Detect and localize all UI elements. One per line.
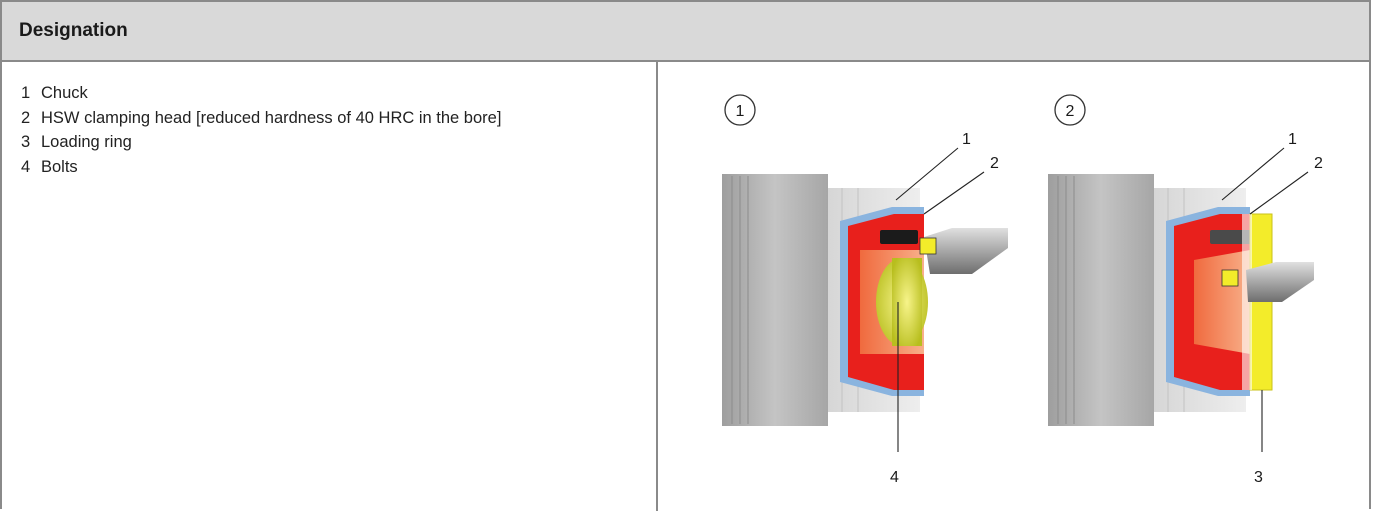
svg-text:4: 4 [890, 469, 899, 486]
legend-number: 4 [21, 157, 31, 176]
legend-item: 2 HSW clamping head [reduced hardness of … [21, 106, 501, 131]
legend-item: 4 Bolts [21, 155, 501, 180]
legend-label: HSW clamping head [reduced hardness of 4… [41, 108, 502, 127]
view-2: 2 [1048, 94, 1323, 486]
svg-text:1: 1 [962, 131, 971, 148]
boring-tool [919, 228, 1008, 274]
legend-number: 3 [21, 133, 31, 151]
legend-label: Loading ring [41, 133, 132, 151]
header-title: Designation [19, 20, 128, 41]
svg-text:2: 2 [1066, 103, 1075, 120]
svg-text:1: 1 [1288, 131, 1297, 148]
legend-item: 3 Loading ring [21, 130, 501, 155]
svg-text:3: 3 [1254, 469, 1263, 486]
callout-lines [1221, 147, 1309, 452]
legend-number: 1 [21, 84, 31, 102]
svg-text:1: 1 [736, 103, 745, 120]
boring-tool [1221, 262, 1314, 302]
view-1: 1 [722, 94, 1008, 486]
assembly-figure: 1 [722, 94, 1323, 486]
legend-label: Bolts [41, 157, 78, 176]
column-divider [656, 62, 658, 511]
legend-number: 2 [21, 108, 31, 127]
legend-list: 1 Chuck 2 HSW clamping head [reduced hardn… [21, 81, 501, 179]
svg-text:2: 2 [1314, 155, 1323, 172]
legend-label: Chuck [41, 84, 88, 102]
table-header: Designation [2, 2, 1369, 62]
callout-lines [895, 147, 985, 452]
bolt [876, 258, 928, 346]
legend-item: 1 Chuck [21, 81, 501, 106]
view-badge: 2 [1054, 94, 1086, 126]
svg-text:2: 2 [990, 155, 999, 172]
view-badge: 1 [724, 94, 756, 126]
